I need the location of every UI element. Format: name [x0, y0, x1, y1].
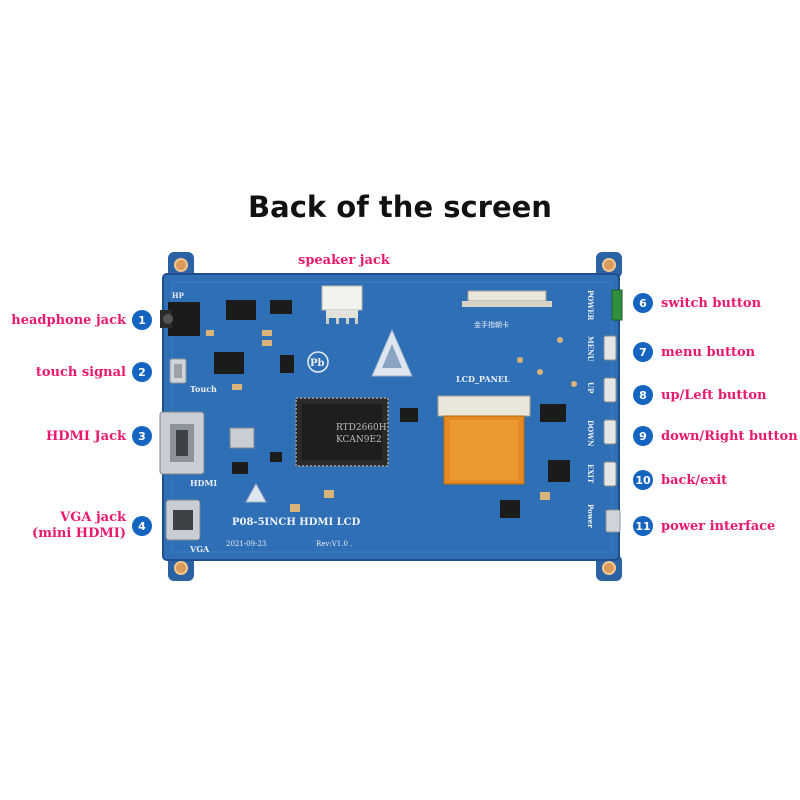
lcd-panel-silk: LCD_PANEL — [456, 374, 510, 384]
speaker-connector — [321, 285, 363, 324]
svg-text:Pb: Pb — [310, 358, 325, 369]
callout-back-exit: 10 back/exit — [633, 470, 727, 490]
page-title: Back of the screen — [248, 190, 552, 224]
vga-port — [165, 499, 201, 541]
side-exit-silk: EXIT — [586, 464, 595, 484]
side-menu-silk: MENU — [586, 336, 595, 362]
vga-label-line2: (mini HDMI) — [32, 526, 126, 541]
callout-label: up/Left button — [661, 387, 767, 403]
rev-silk: Rev:V1.0 . — [316, 540, 352, 548]
callout-hdmi-jack: HDMI Jack 3 — [46, 426, 152, 446]
callout-label: back/exit — [661, 472, 728, 488]
hp-silk: HP — [172, 291, 185, 300]
callout-number-badge: 2 — [132, 362, 152, 382]
callout-number-badge: 3 — [132, 426, 152, 446]
callout-number-badge: 6 — [633, 293, 653, 313]
power-switch — [611, 289, 623, 321]
callout-touch-signal: touch signal 2 — [36, 362, 152, 382]
mounting-holes — [168, 252, 622, 581]
date-silk: 2021-09-23 — [226, 540, 266, 548]
callout-up-left-button: 8 up/Left button — [633, 385, 767, 405]
callout-headphone-jack: headphone jack 1 — [11, 310, 152, 330]
callout-down-right-button: 9 down/Right button — [633, 426, 798, 446]
callout-number-badge: 11 — [633, 516, 653, 536]
hdmi-port — [159, 411, 205, 475]
side-down-silk: DOWN — [586, 420, 595, 447]
pb-logo: Pb — [307, 351, 329, 373]
side-up-silk: UP — [586, 382, 595, 394]
touch-port — [169, 358, 187, 384]
callout-number-badge: 8 — [633, 385, 653, 405]
callout-number-badge: 10 — [633, 470, 653, 490]
chip-line1: RTD2660H — [336, 423, 387, 433]
callout-label: HDMI Jack — [45, 428, 126, 444]
callout-label: menu button — [661, 344, 756, 360]
callout-label: down/Right button — [661, 428, 798, 444]
triangle-logo — [371, 328, 413, 377]
callout-vga-jack: VGA jack (mini HDMI) 4 — [32, 510, 152, 542]
vga-label-line1: VGA jack — [60, 510, 126, 525]
top-fpc-connector — [462, 290, 552, 307]
model-silk: P08-5INCH HDMI LCD — [232, 517, 361, 528]
callout-switch-button: 6 switch button — [633, 293, 761, 313]
side-buttons — [603, 335, 621, 533]
callout-label: touch signal — [35, 364, 126, 380]
callout-menu-button: 7 menu button — [633, 342, 755, 362]
callout-label: VGA jack (mini HDMI) — [32, 510, 126, 542]
chinese-silk: 金手指朝卡 — [474, 320, 509, 329]
callout-label: power interface — [661, 518, 776, 534]
speaker-jack-label: speaker jack — [298, 253, 390, 268]
small-ics — [206, 300, 294, 390]
hdmi-silk: HDMI — [190, 478, 217, 488]
side-power-silk: POWER — [586, 290, 595, 321]
lcd-flex — [437, 395, 531, 485]
callout-number-badge: 9 — [633, 426, 653, 446]
side-power2-silk: Power — [586, 504, 595, 528]
esd-logo — [245, 482, 267, 503]
callout-power-interface: 11 power interface — [633, 516, 775, 536]
callout-label: switch button — [661, 295, 762, 311]
main-chip: RTD2660H KCAN9E2 — [295, 397, 389, 467]
passives — [229, 337, 577, 518]
chip-line2: KCAN9E2 — [336, 435, 382, 445]
touch-silk: Touch — [190, 384, 217, 394]
callout-label: headphone jack — [11, 312, 126, 328]
callout-number-badge: 4 — [132, 516, 152, 536]
callout-number-badge: 1 — [132, 310, 152, 330]
vga-silk: VGA — [189, 544, 210, 554]
callout-number-badge: 7 — [633, 342, 653, 362]
headphone-jack — [160, 302, 200, 336]
